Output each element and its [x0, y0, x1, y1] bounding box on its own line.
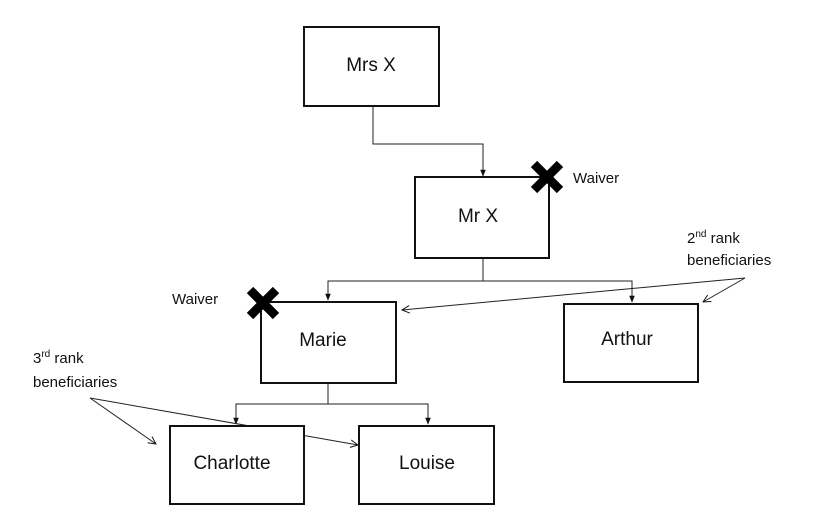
svg-text:2nd rank: 2nd rank [687, 229, 740, 247]
annotation-2nd-rank-rank: rank [706, 230, 740, 247]
edge-marie-to-charlotte [233, 403, 328, 425]
pointer-2nd-rank-to-marie [402, 277, 746, 310]
annotation-3rd-rank-line2: beneficiaries [33, 374, 117, 391]
connectors [233, 106, 635, 425]
node-arthur-label: Arthur [601, 329, 653, 350]
annotation-pointers [89, 277, 746, 445]
waiver-label-mr-x: Waiver [573, 170, 619, 187]
node-marie: Marie [260, 301, 397, 384]
waiver-cross-icon-mr-x [530, 160, 564, 194]
waiver-cross-icon-marie [246, 286, 280, 320]
annotation-3rd-rank-ordinal: 3 [33, 350, 41, 367]
node-charlotte: Charlotte [169, 425, 305, 505]
node-louise-label: Louise [399, 453, 455, 474]
annotation-2nd-rank: 2nd rank beneficiaries [687, 229, 771, 269]
annotation-3rd-rank-suffix: rd [41, 349, 50, 360]
node-charlotte-label: Charlotte [193, 453, 270, 474]
node-arthur: Arthur [563, 303, 699, 383]
annotation-2nd-rank-ordinal: 2 [687, 230, 695, 247]
edge-mrs-x-to-mr-x [372, 106, 486, 177]
node-mr-x-label: Mr X [458, 206, 498, 227]
node-louise: Louise [358, 425, 495, 505]
node-mr-x: Mr X [414, 176, 550, 259]
waiver-label-marie: Waiver [172, 291, 218, 308]
pointer-3rd-rank-to-louise [89, 397, 358, 445]
annotation-2nd-rank-line2: beneficiaries [687, 252, 771, 269]
annotation-3rd-rank-rank: rank [50, 350, 84, 367]
node-mrs-x-label: Mrs X [346, 55, 396, 76]
pointer-2nd-rank-to-arthur [703, 277, 746, 302]
edge-mr-x-to-arthur [483, 280, 635, 303]
pointer-3rd-rank-to-charlotte [89, 397, 156, 444]
node-mrs-x: Mrs X [303, 26, 440, 107]
edge-marie-to-louise [328, 403, 431, 425]
annotation-3rd-rank: 3rd rank beneficiaries [33, 349, 117, 391]
node-marie-label: Marie [299, 330, 347, 351]
annotation-2nd-rank-suffix: nd [695, 229, 706, 240]
edge-mr-x-to-marie [325, 280, 483, 301]
svg-text:3rd rank: 3rd rank [33, 349, 84, 367]
